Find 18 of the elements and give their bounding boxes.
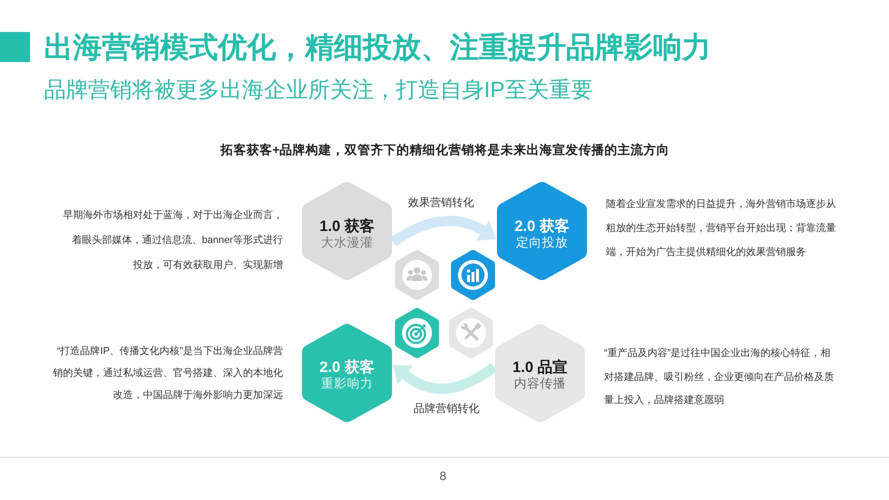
node-title: 1.0 获客 bbox=[319, 218, 375, 236]
description: 早期海外市场相对处于蓝海，对于出海企业而言，着眼头部媒体，通过信息流、banner等形式进行投放，可有效获取用户、实现新增 bbox=[62, 208, 283, 273]
curved-arrow bbox=[390, 216, 496, 246]
node-subtitle: 定向投放 bbox=[516, 236, 568, 250]
node-subtitle: 内容传播 bbox=[514, 376, 566, 392]
node-title: 1.0 品宣 bbox=[512, 359, 568, 377]
node-subtitle: 重影响力 bbox=[321, 376, 373, 392]
heading: 拓客获客+品牌构建，双管齐下的精细化营销将是未来出海宣发传播的主流方向 bbox=[220, 142, 670, 159]
subtitle: 品牌营销将被更多出海企业所关注，打造自身IP至关重要 bbox=[44, 76, 593, 104]
description: 随着企业宣发需求的日益提升，海外营销市场逐步从粗放的生态开始转型，营销平台开始出现；背靠流量端，开始为广告主提供精细化的效果营销服务 bbox=[606, 198, 837, 260]
title: 出海营销模式优化，精细投放、注重提升品牌影响力 bbox=[44, 30, 711, 66]
description: “打造品牌IP、传播文化内核”是当下出海企业品牌营销的关键，通过私域运营、官号搭建、深入的本地化改造，中国品牌于海外影响力更加深远 bbox=[52, 344, 283, 403]
page-number: 8 bbox=[440, 468, 446, 484]
node-subtitle: 大水漫灌 bbox=[321, 236, 373, 250]
curved-arrow bbox=[392, 362, 497, 394]
description: “重产品及内容”是过往中国企业出海的核心特征，相对搭建品牌、吸引粉丝，企业更倾向在产品价格及质量上投入，品牌搭建意愿弱 bbox=[604, 346, 835, 408]
node-title: 2.0 获客 bbox=[514, 218, 570, 236]
node-title: 2.0 获客 bbox=[319, 359, 375, 377]
